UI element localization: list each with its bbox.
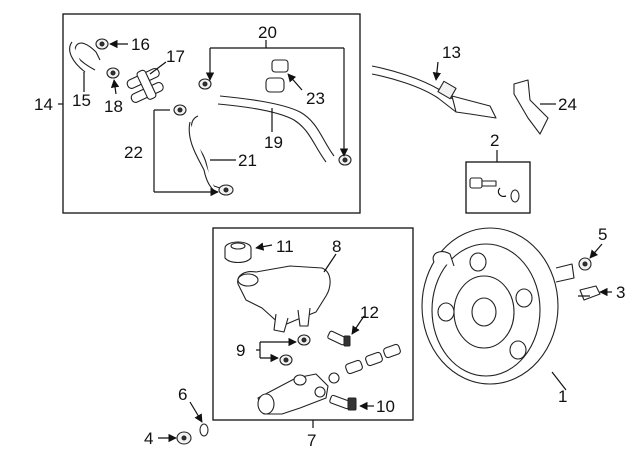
hose-kit-box (62, 13, 361, 214)
reservoir-cap-11 (224, 241, 252, 264)
clamp-20a (198, 78, 212, 90)
callouts: 16 15 18 17 20 23 19 22 21 14 13 24 2 5 … (34, 23, 625, 450)
brake-booster-1 (421, 227, 575, 385)
callout-14: 14 (34, 95, 53, 114)
clamp-18 (106, 67, 120, 79)
seal-9a (297, 334, 311, 346)
callout-15: 15 (72, 91, 91, 110)
callout-24: 24 (558, 95, 577, 114)
clamp-20b (338, 154, 352, 166)
callout-20: 20 (258, 23, 277, 42)
clamp-22a (173, 104, 187, 116)
leader-lines (58, 39, 612, 443)
callout-21: 21 (238, 151, 257, 170)
bolt-kit-box (465, 161, 531, 214)
callout-8: 8 (332, 237, 341, 256)
bolt-10 (329, 394, 357, 411)
nut-4 (176, 431, 192, 445)
callout-18: 18 (104, 97, 123, 116)
washer-6 (199, 423, 209, 437)
callout-3: 3 (616, 283, 625, 302)
callout-13: 13 (442, 43, 461, 62)
callout-17: 17 (166, 47, 185, 66)
bracket-24 (513, 79, 549, 135)
clip-3 (578, 285, 601, 301)
vacuum-hose-13 (371, 65, 497, 119)
master-cylinder-7 (257, 373, 329, 415)
hose-19 (217, 95, 335, 163)
callout-16: 16 (131, 35, 150, 54)
callout-12: 12 (360, 303, 379, 322)
callout-22: 22 (124, 143, 143, 162)
hose-15 (69, 41, 101, 73)
clamp-22b (218, 184, 234, 196)
fittings-row (328, 343, 401, 384)
callout-2: 2 (490, 131, 499, 150)
callout-19: 19 (264, 133, 283, 152)
callout-10: 10 (376, 397, 395, 416)
callout-7: 7 (307, 431, 316, 450)
callout-4: 4 (144, 429, 153, 448)
hose-21 (188, 115, 221, 193)
sensor-12 (327, 330, 351, 347)
nut-5 (578, 257, 592, 271)
callout-5: 5 (598, 225, 607, 244)
callout-1: 1 (558, 387, 567, 406)
clamp-16 (95, 38, 109, 50)
reservoir-8 (237, 265, 331, 333)
callout-23: 23 (306, 89, 325, 108)
bolt-kit-2 (469, 177, 520, 203)
fitting-23 (265, 59, 289, 93)
callout-9: 9 (236, 341, 245, 360)
callout-11: 11 (276, 237, 294, 256)
connector-17 (126, 67, 164, 103)
seal-9b (279, 354, 293, 366)
callout-6: 6 (178, 385, 187, 404)
